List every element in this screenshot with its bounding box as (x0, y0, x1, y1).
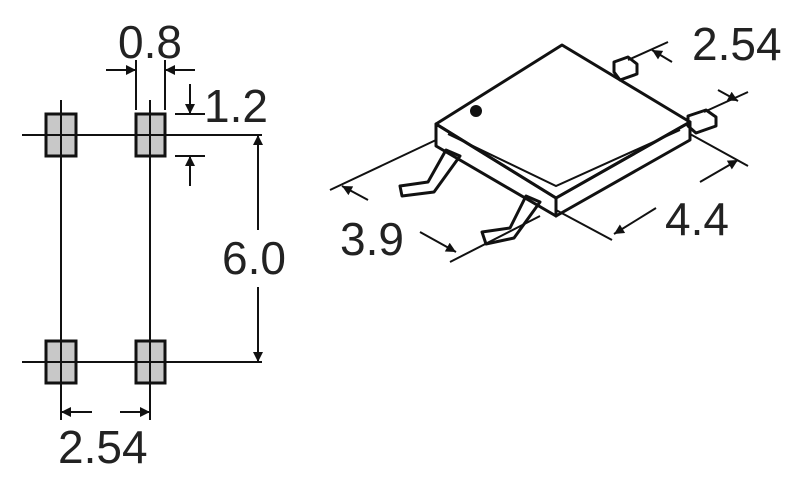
body-width-arrow-2 (613, 207, 657, 235)
pad-bottom-right (134, 339, 167, 385)
row-spacing-label: 6.0 (222, 232, 286, 284)
pitch-label: 2.54 (58, 421, 148, 473)
lead-back-right-2 (686, 108, 718, 135)
lead-pitch-ext-1 (627, 41, 669, 61)
lead-pitch-ext-2 (703, 91, 749, 113)
lead-pitch-label: 2.54 (692, 18, 782, 70)
footprint-view: 0.8 1.2 6.0 2.54 (22, 16, 286, 473)
lead-pitch-arrow-2 (717, 89, 739, 102)
package-view: 2.54 3.9 4.4 (329, 18, 782, 265)
body-length-ext-2 (449, 215, 541, 263)
package-top-bevel (447, 129, 681, 188)
pad-top-left (44, 112, 78, 158)
body-width-arrow-1 (699, 159, 739, 183)
pad-top-right (134, 112, 167, 158)
pad-height-label: 1.2 (204, 80, 268, 132)
pin1-dot-icon (470, 105, 482, 117)
body-width-label: 4.4 (665, 193, 729, 245)
package-top-face (434, 43, 692, 200)
body-width-ext-2 (555, 209, 613, 241)
body-length-ext-1 (329, 139, 437, 191)
pad-bottom-left (44, 339, 78, 385)
lead-pitch-arrow-1 (651, 49, 673, 63)
body-length-arrow-1 (341, 185, 369, 201)
lead-back-right-1 (612, 55, 639, 82)
pad-width-label: 0.8 (118, 16, 182, 68)
body-length-label: 3.9 (340, 213, 404, 265)
package-body (434, 43, 692, 218)
body-width-ext-1 (689, 133, 749, 167)
body-length-arrow-2 (419, 231, 457, 253)
lead-front-left-1 (398, 148, 462, 198)
